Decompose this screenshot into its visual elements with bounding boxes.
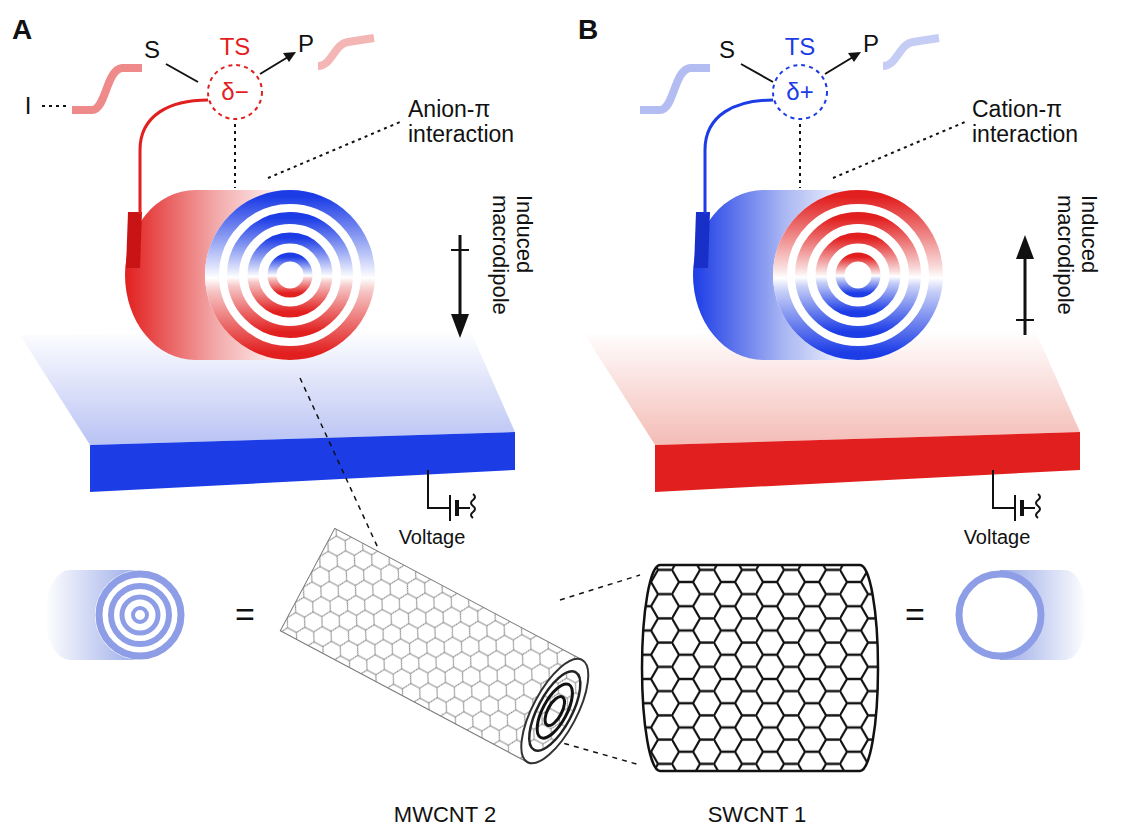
equals-sign: = (905, 596, 925, 633)
voltage-label: Voltage (964, 526, 1031, 548)
charge-label: δ+ (786, 79, 813, 105)
tether (140, 100, 208, 214)
tube-name: SWCNT 1 (708, 803, 807, 827)
transition-state: TSδ+ (772, 64, 828, 120)
interaction-label: Anion-π interaction (408, 97, 558, 148)
charge-label: δ− (221, 79, 248, 105)
substrate-label: S (144, 37, 160, 63)
dipole-label: Induced macrodipole (488, 195, 536, 345)
voltage-source (428, 470, 1040, 521)
equals-sign: = (235, 596, 255, 633)
dipole-arrow (451, 235, 1034, 338)
node-heading: TS (785, 34, 816, 60)
nanotube-cylinder (125, 190, 375, 360)
nanotube-cylinder (693, 190, 943, 360)
mwcnt-icon (45, 570, 185, 660)
product-label: P (863, 31, 879, 57)
tether (705, 100, 773, 214)
interaction-label: Cation-π interaction (972, 97, 1122, 148)
swcnt-model (640, 560, 880, 775)
dipole-label: Induced macrodipole (1053, 195, 1101, 345)
tube-name: MWCNT 2 (394, 803, 496, 827)
product-label: P (298, 31, 314, 57)
inhibitor-label: I (25, 93, 32, 119)
reaction-arrow (260, 52, 861, 74)
swcnt-icon (959, 570, 1087, 660)
panel-letter: B (578, 15, 598, 46)
substrate-label: S (719, 37, 735, 63)
transition-state: TSδ− (207, 64, 263, 120)
voltage-label: Voltage (399, 526, 466, 548)
panel-letter: A (12, 15, 32, 46)
node-heading: TS (220, 34, 251, 60)
mwcnt-model (280, 528, 601, 772)
interaction-line (235, 122, 965, 188)
